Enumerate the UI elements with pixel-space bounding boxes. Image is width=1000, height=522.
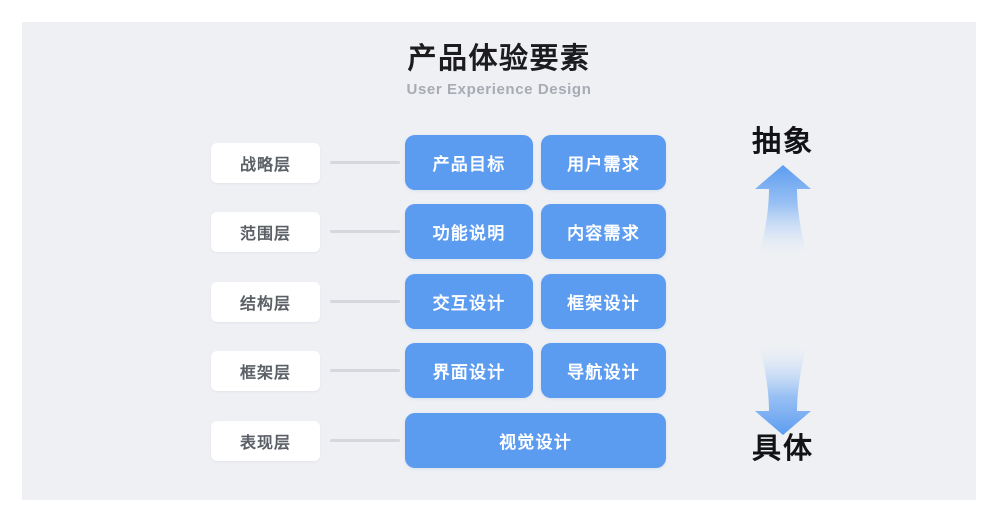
layer-chip-label: 表现层: [239, 435, 291, 452]
element-cell-label: 功能说明: [432, 224, 506, 243]
element-cell-label: 内容需求: [567, 224, 640, 243]
layer-chip-skeleton[interactable]: 框架层: [211, 351, 320, 391]
connector-line: [330, 230, 400, 233]
diagram-row: 结构层 交互设计 框架设计: [22, 274, 976, 329]
element-cell[interactable]: 产品目标: [405, 135, 533, 190]
element-cell-label: 产品目标: [432, 155, 506, 174]
page-title: 产品体验要素: [407, 43, 591, 75]
element-cell[interactable]: 视觉设计: [405, 413, 666, 468]
element-cell[interactable]: 交互设计: [405, 274, 533, 329]
arrow-up-gradient-icon: [755, 165, 811, 257]
layer-chip-label: 战略层: [239, 157, 291, 174]
abstraction-axis: 抽象: [698, 22, 868, 500]
element-cell-label: 导航设计: [567, 363, 640, 382]
element-cell[interactable]: 导航设计: [541, 343, 666, 398]
element-cell[interactable]: 界面设计: [405, 343, 533, 398]
layer-chip-surface[interactable]: 表现层: [211, 421, 320, 461]
layer-chip-label: 范围层: [239, 226, 291, 243]
slide-canvas: 产品体验要素 User Experience Design 战略层 产品目标 用…: [22, 22, 976, 500]
connector-line: [330, 439, 400, 442]
slide-header: 产品体验要素 User Experience Design: [22, 40, 976, 100]
element-cell-label: 视觉设计: [499, 433, 572, 452]
connector-line: [330, 300, 400, 303]
diagram-row: 表现层 视觉设计: [22, 413, 976, 468]
element-cell[interactable]: 用户需求: [541, 135, 666, 190]
element-cell-label: 用户需求: [567, 155, 640, 174]
page-subtitle: User Experience Design: [406, 81, 592, 98]
axis-label-abstract: 抽象: [751, 126, 814, 158]
element-cell-label: 界面设计: [432, 363, 506, 382]
element-cell[interactable]: 框架设计: [541, 274, 666, 329]
layer-chip-scope[interactable]: 范围层: [211, 212, 320, 252]
diagram-row: 战略层 产品目标 用户需求: [22, 135, 976, 190]
connector-line: [330, 369, 400, 372]
element-cell-label: 框架设计: [567, 294, 640, 313]
arrow-down-gradient-icon: [755, 343, 811, 435]
connector-line: [330, 161, 400, 164]
element-cell[interactable]: 内容需求: [541, 204, 666, 259]
layer-chip-label: 结构层: [239, 296, 291, 313]
element-cell[interactable]: 功能说明: [405, 204, 533, 259]
element-cell-label: 交互设计: [432, 294, 506, 313]
diagram-row: 范围层 功能说明 内容需求: [22, 204, 976, 259]
experience-elements-diagram: 战略层 产品目标 用户需求 范围层 功能说明: [22, 22, 976, 500]
axis-label-concrete: 具体: [751, 433, 814, 465]
layer-chip-structure[interactable]: 结构层: [211, 282, 320, 322]
diagram-row: 框架层 界面设计 导航设计: [22, 343, 976, 398]
layer-chip-label: 框架层: [239, 365, 291, 382]
layer-chip-strategy[interactable]: 战略层: [211, 143, 320, 183]
